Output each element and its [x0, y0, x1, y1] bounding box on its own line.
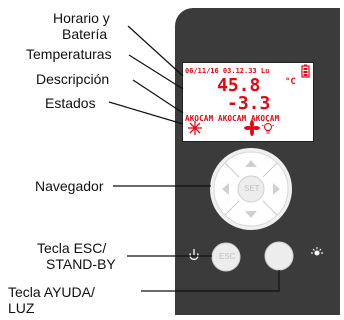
lcd-screen: 06/11/16 03.12.33 Lu 45.8 °C -3.3 AKOCAM…: [182, 62, 314, 142]
help-button[interactable]: [264, 241, 294, 271]
lcd-datetime: 06/11/16 03.12.33 Lu: [185, 67, 270, 75]
label-ayuda-line1: Tecla AYUDA/: [8, 284, 95, 300]
label-temperaturas: Temperaturas: [26, 46, 112, 62]
lcd-temperature-1: 45.8: [217, 75, 261, 96]
set-button[interactable]: [237, 175, 265, 203]
set-button-label: SET: [244, 184, 260, 193]
arrow-down-icon[interactable]: [245, 211, 257, 218]
label-ayuda-line2: LUZ: [8, 300, 35, 316]
label-navegador: Navegador: [35, 178, 104, 194]
leader-temperaturas: [128, 54, 184, 90]
lcd-unit: °C: [285, 77, 296, 87]
leader-descripcion: [132, 79, 184, 114]
fan-icon: [244, 120, 260, 136]
label-horario: Horario y: [53, 10, 110, 26]
power-icon: [189, 249, 199, 261]
lcd-temperature-2: -3.3: [227, 93, 271, 114]
label-descripcion: Descripción: [36, 71, 110, 87]
light-icon: [311, 247, 323, 256]
label-esc-line1: Tecla ESC/: [37, 240, 107, 256]
esc-button-label: ESC: [219, 252, 236, 261]
leader-lines: [108, 25, 280, 292]
leader-estados: [108, 101, 184, 125]
battery-icon: [301, 64, 310, 78]
label-bateria: Batería: [62, 26, 108, 42]
leader-ayuda: [141, 270, 280, 292]
leader-horario: [127, 25, 184, 77]
label-esc-line2: STAND-BY: [46, 256, 116, 272]
label-estados: Estados: [45, 95, 96, 111]
lightbulb-icon: [261, 120, 275, 134]
snowflake-icon: [188, 121, 202, 135]
lcd-description: AKOCAM AKOCAM AKOCAM: [185, 114, 280, 123]
arrow-up-icon[interactable]: [245, 160, 257, 167]
arrow-left-icon[interactable]: [222, 183, 229, 195]
esc-button[interactable]: [211, 242, 241, 272]
arrow-right-icon[interactable]: [273, 183, 280, 195]
